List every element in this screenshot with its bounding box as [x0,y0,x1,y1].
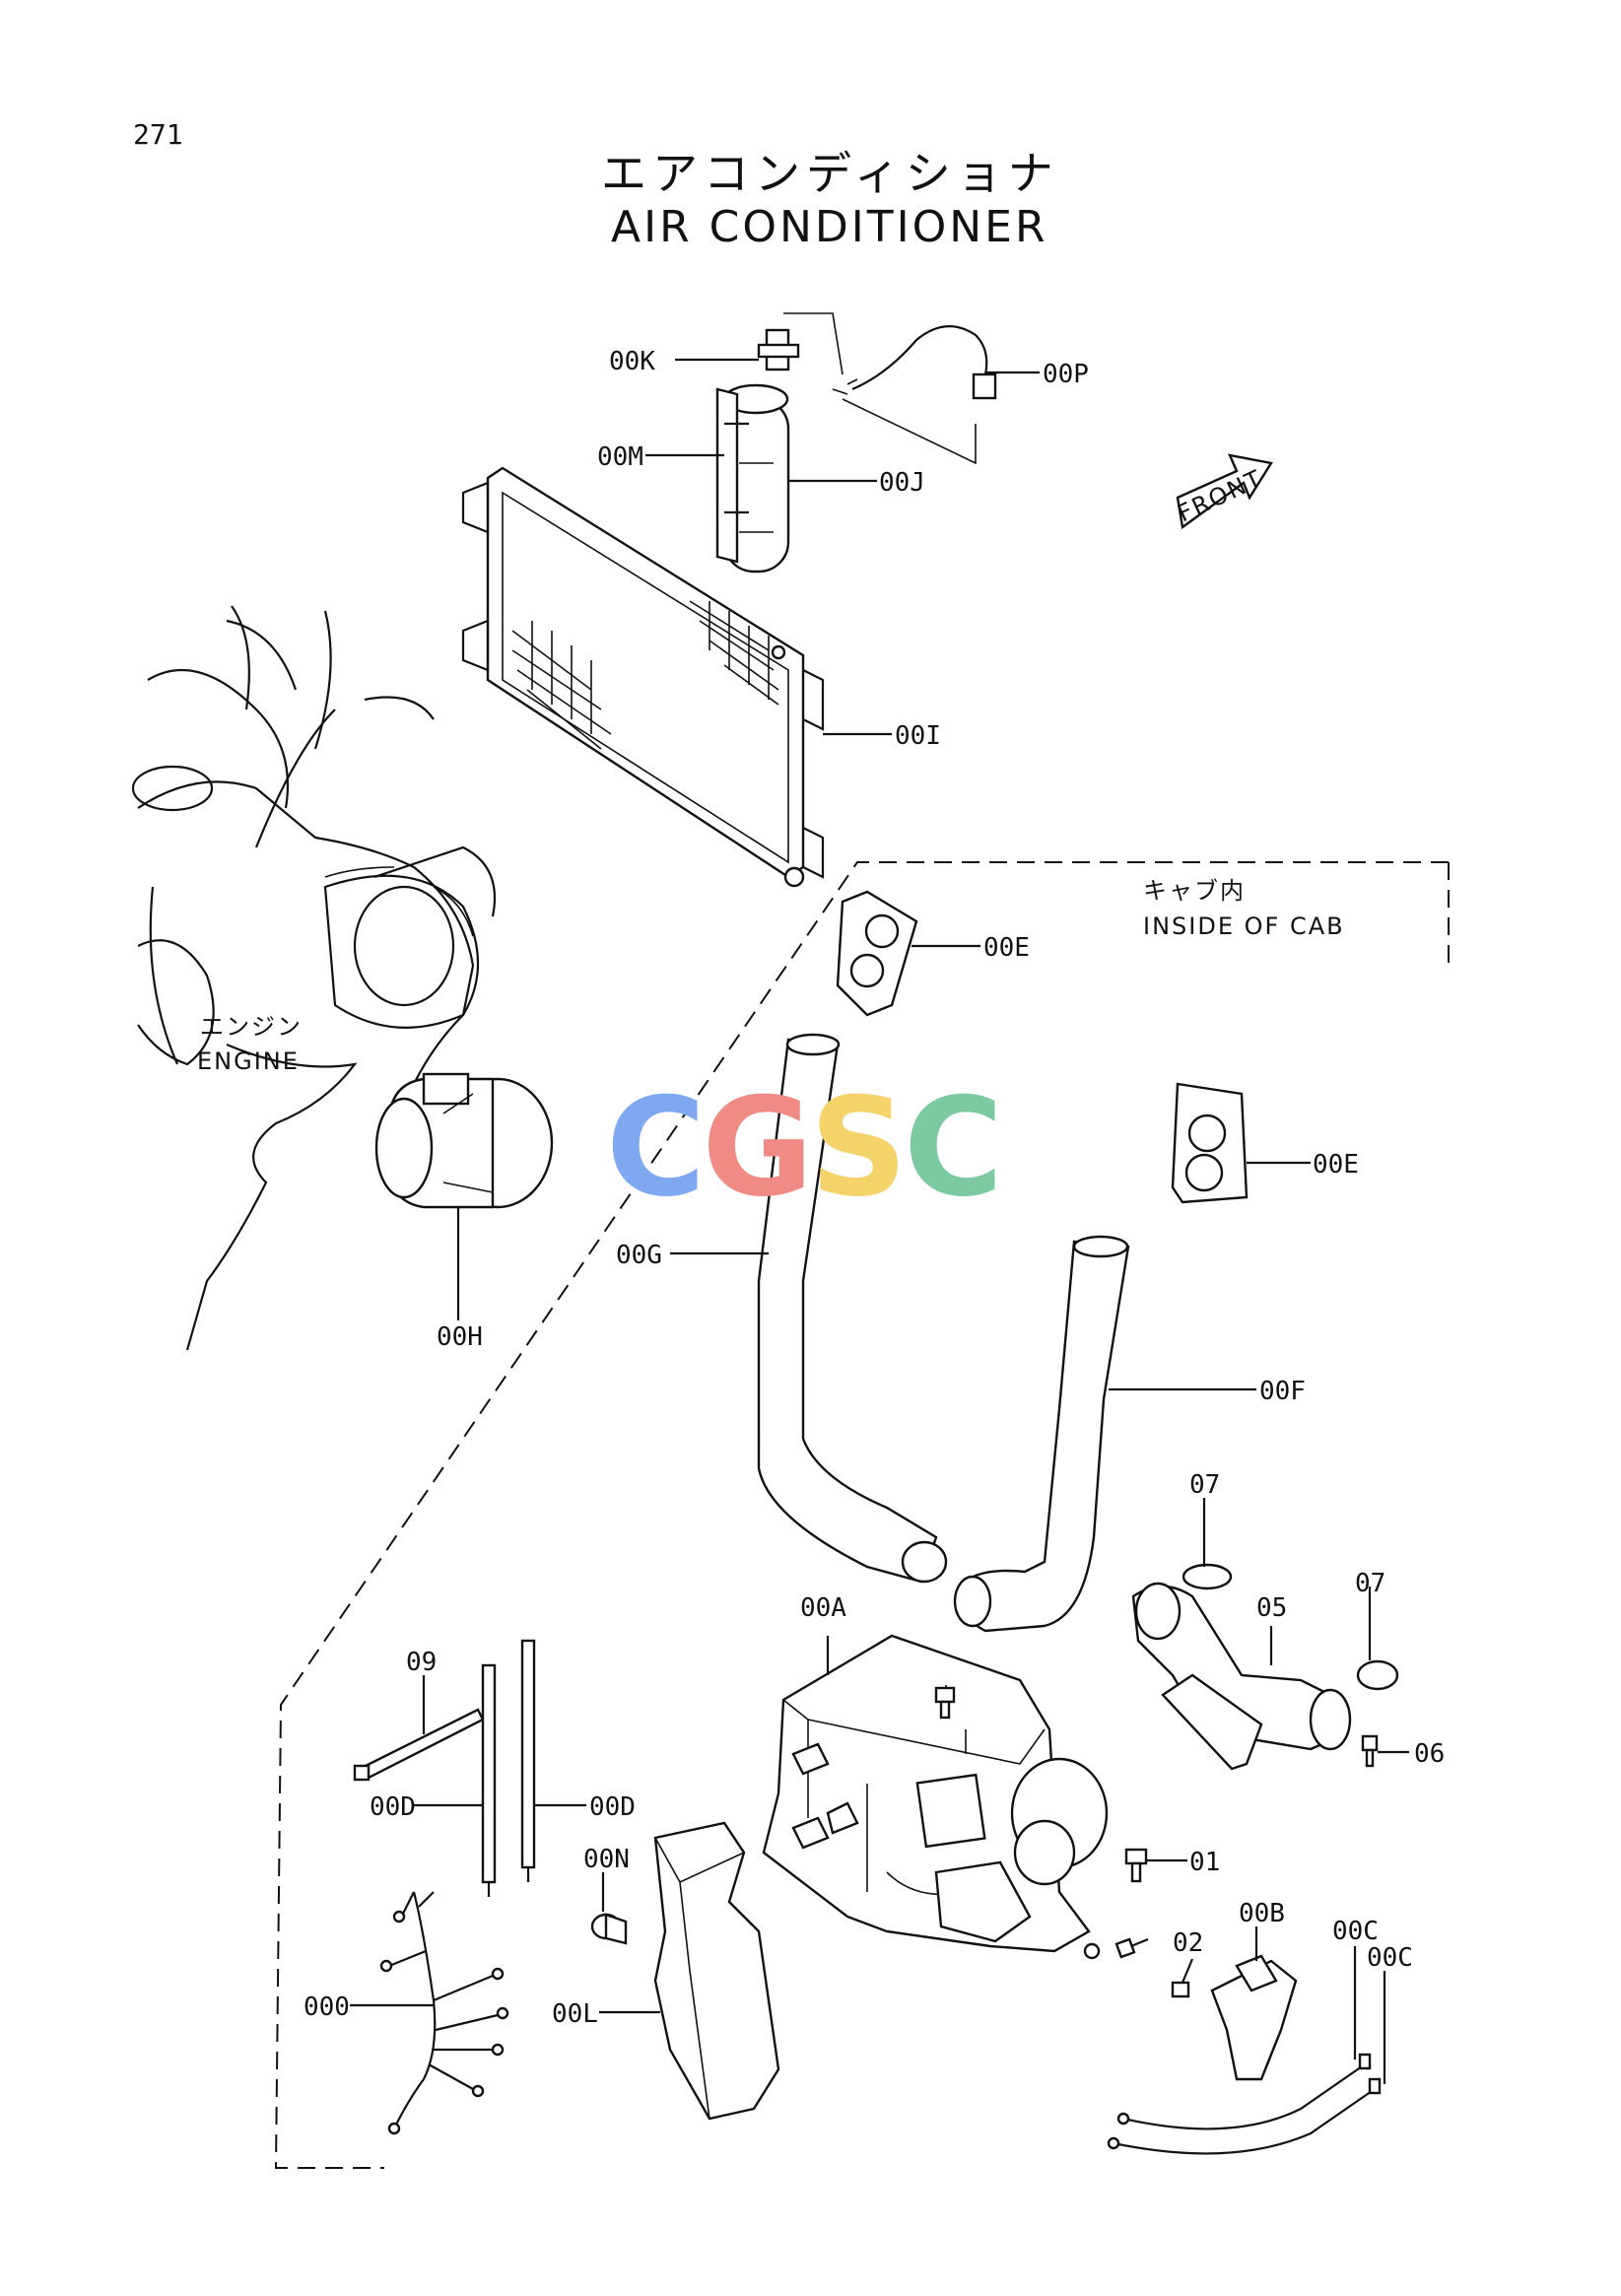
cable-tie [353,1708,485,1782]
label-09: 09 [406,1648,437,1677]
label-00m: 00M [597,442,643,472]
label-000: 000 [304,1992,350,2022]
label-00c-right: 00C [1367,1943,1413,1973]
label-00e-lower: 00E [1313,1150,1359,1180]
title-japanese: エアコンディショナ [601,147,1059,200]
nut-02 [1171,1981,1190,1998]
label-07-upper: 07 [1189,1470,1220,1500]
wire-cable-00c [1107,2053,1382,2155]
label-00g: 00G [616,1241,662,1270]
relay-bracket [1210,1954,1298,2081]
label-00l: 00L [552,1999,598,2029]
watermark-letter-2: G [702,1084,809,1212]
watermark-text: CGSC [606,1084,999,1212]
dryer-bracket [715,387,749,564]
watermark-letter-4: C [904,1084,999,1212]
bushing-00n [590,1913,628,1945]
label-00j: 00J [879,468,925,498]
vent-grille-upper [836,890,918,1017]
support-rod-right [520,1639,536,1882]
cab-note-en: INSIDE OF CAB [1143,912,1345,940]
engine-outline [131,605,497,1351]
receiver-dryer [722,383,790,574]
duct-00f [953,1235,1130,1633]
label-00h: 00H [437,1322,483,1352]
pressure-fitting [757,328,800,371]
wire-harness [379,1891,509,2135]
watermark-logo: CGSC [606,1084,1003,1212]
engine-note-jp: エンジン [200,1013,303,1041]
front-arrow-icon: FRONT [1174,453,1273,530]
condenser [461,466,825,888]
screw-06 [1361,1734,1379,1768]
bolt-01 [1124,1848,1148,1883]
label-00i: 00I [895,721,941,751]
ac-unit [762,1634,1109,1960]
title-english: AIR CONDITIONER [611,202,1048,252]
watermark-letter-3: S [810,1084,904,1212]
label-06: 06 [1414,1739,1445,1769]
page-number: 271 [133,118,183,151]
label-05: 05 [1256,1593,1287,1623]
screw-loose [1114,1937,1149,1959]
label-01: 01 [1189,1848,1220,1877]
watermark-letter-1: C [606,1084,702,1212]
hose-clamp-upper [1182,1563,1233,1590]
label-07-lower: 07 [1355,1569,1385,1598]
front-label: FRONT [1174,464,1267,527]
label-00b: 00B [1239,1899,1285,1928]
label-00p: 00P [1043,360,1089,389]
duct-00g [757,1033,948,1584]
bolt-unit-top [934,1686,956,1720]
leader-lines [350,358,1409,2084]
label-00e-upper: 00E [983,933,1030,963]
label-00d-left: 00D [370,1792,416,1822]
label-00d-right: 00D [589,1792,636,1822]
label-00k: 00K [609,347,655,376]
duct-00l [653,1821,780,2121]
cab-note-jp: キャブ内 [1143,877,1246,905]
label-00c-left: 00C [1332,1917,1379,1946]
cab-boundary [274,861,1450,2169]
hose-clamp-lower [1356,1659,1399,1691]
label-00n: 00N [583,1845,630,1874]
label-02: 02 [1173,1928,1203,1958]
support-rod-left [481,1663,497,1897]
duct-05 [1131,1582,1352,1771]
engine-note-en: ENGINE [197,1047,300,1075]
label-00a: 00A [800,1593,846,1623]
pressure-switch [783,312,997,465]
compressor [374,1072,554,1209]
vent-grille-lower [1171,1082,1249,1204]
label-00f: 00F [1259,1377,1306,1406]
condenser-fins [511,600,779,750]
